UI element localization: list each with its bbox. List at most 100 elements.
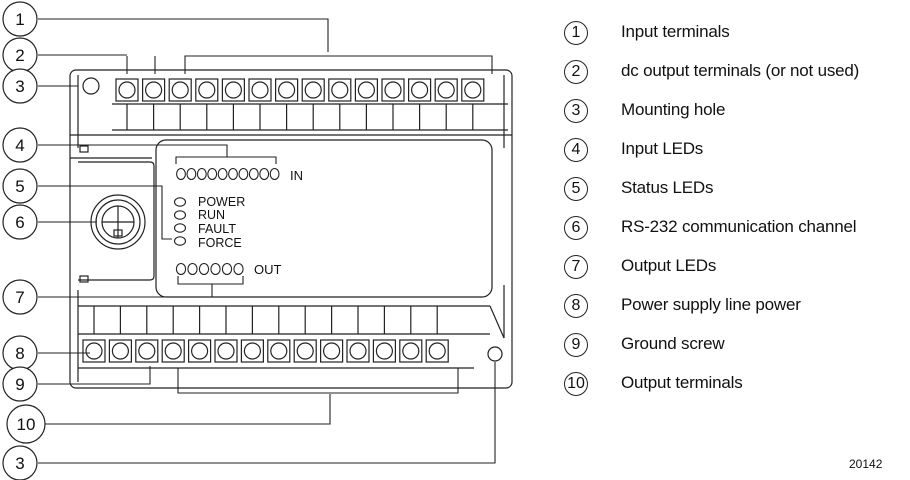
mounting-hole-top — [82, 77, 100, 95]
status-label-run: RUN — [198, 208, 225, 222]
output-led — [210, 262, 221, 276]
leader-line-9 — [38, 366, 151, 385]
legend-item: 10 Output terminals — [564, 372, 909, 412]
terminal-screw — [248, 78, 272, 102]
top-terminal-block — [115, 78, 485, 130]
terminal-screw — [267, 339, 291, 363]
callout-3-bottom — [2, 445, 38, 480]
input-led-row — [176, 167, 280, 181]
status-led — [173, 236, 187, 246]
terminal-screw — [408, 78, 432, 102]
callout-3-top — [2, 68, 38, 104]
input-led — [207, 167, 218, 181]
callout-5-num: 5 — [15, 177, 24, 196]
output-led — [221, 262, 233, 276]
callout-5 — [2, 168, 38, 204]
legend-number: 2 — [564, 60, 588, 84]
terminal-screw — [135, 339, 159, 363]
bottom-terminal-block — [82, 306, 449, 363]
callout-4 — [2, 127, 38, 163]
terminal-screw — [301, 78, 325, 102]
input-led — [196, 167, 207, 181]
terminal-screw — [372, 339, 396, 363]
callout-9 — [2, 366, 38, 402]
input-led — [186, 167, 197, 181]
legend-label: RS-232 communication channel — [621, 217, 857, 236]
callout-10 — [6, 404, 46, 444]
input-led — [217, 167, 228, 181]
callout-1 — [2, 1, 38, 37]
legend-number: 7 — [564, 255, 588, 279]
terminal-screw — [293, 339, 317, 363]
terminal-screw — [434, 78, 458, 102]
legend-label: Power supply line power — [621, 295, 801, 314]
leader-line-10 — [45, 394, 331, 425]
input-led — [228, 167, 238, 181]
callout-9-num: 9 — [15, 375, 24, 394]
status-label-fault: FAULT — [198, 222, 236, 236]
status-label-power: POWER — [198, 195, 245, 209]
callout-7-num: 7 — [15, 288, 24, 307]
input-led — [259, 167, 270, 181]
terminal-screw — [328, 78, 352, 102]
callout-6-num: 6 — [15, 213, 24, 232]
leader-line-7 — [38, 284, 213, 298]
legend-label: Status LEDs — [621, 178, 714, 197]
legend-label: Input LEDs — [621, 139, 704, 158]
output-led-row — [175, 262, 244, 276]
input-led — [269, 167, 280, 181]
callout-1-num: 1 — [15, 10, 24, 29]
output-led — [187, 262, 198, 276]
terminal-screw — [221, 78, 245, 102]
callout-8-num: 8 — [15, 344, 24, 363]
leader-line-1-bracket — [184, 55, 493, 74]
terminal-screw — [425, 339, 449, 363]
input-led — [176, 167, 186, 181]
callout-3-bottom-num: 3 — [15, 454, 24, 473]
terminal-screw — [381, 78, 405, 102]
status-led — [173, 210, 187, 220]
terminal-screw — [115, 78, 139, 102]
figure-id: 20142 — [849, 457, 883, 471]
status-led-column — [173, 197, 187, 246]
terminal-screw — [354, 78, 378, 102]
terminal-screw — [108, 339, 133, 363]
controller-housing — [69, 69, 513, 389]
terminal-screw — [214, 339, 238, 363]
terminal-screw — [188, 339, 212, 363]
input-led — [248, 167, 259, 181]
output-led-label: OUT — [254, 262, 282, 277]
input-led-label: IN — [290, 168, 303, 183]
status-label-force: FORCE — [198, 236, 242, 250]
legend-number: 10 — [564, 372, 588, 396]
callout-3-top-num: 3 — [15, 77, 24, 96]
output-led — [198, 262, 210, 276]
terminal-screw — [82, 339, 106, 363]
input-led-bracket — [175, 156, 277, 164]
leader-line-3-bottom — [38, 362, 496, 464]
legend-label: Output terminals — [621, 373, 743, 392]
leader-line-1 — [38, 18, 329, 52]
terminal-screw — [275, 78, 299, 102]
output-led — [175, 262, 187, 276]
leader-line-4 — [38, 144, 228, 157]
leader-line-5 — [38, 185, 172, 240]
terminal-screw — [461, 78, 485, 102]
terminal-screw — [399, 339, 423, 363]
output-led-bracket — [177, 276, 244, 285]
input-led — [238, 167, 249, 181]
terminal-screw — [161, 339, 185, 363]
legend-label: Mounting hole — [621, 100, 726, 119]
status-led — [173, 197, 187, 207]
callout-6 — [2, 204, 38, 240]
leader-line-10-bracket — [177, 368, 459, 394]
terminal-screw — [346, 339, 370, 363]
legend-number: 5 — [564, 177, 588, 201]
